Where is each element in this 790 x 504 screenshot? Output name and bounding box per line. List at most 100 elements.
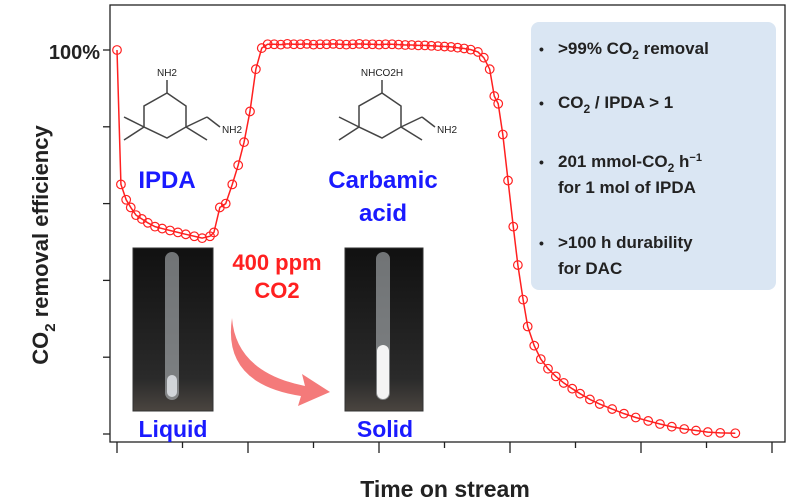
data-point bbox=[518, 294, 528, 305]
data-point bbox=[585, 394, 595, 405]
data-point bbox=[406, 40, 417, 50]
data-point bbox=[655, 419, 665, 429]
ipda-nh2-top: NH2 bbox=[157, 68, 177, 79]
data-point bbox=[413, 40, 424, 51]
data-point bbox=[715, 427, 726, 438]
data-point bbox=[220, 198, 231, 209]
data-point bbox=[607, 404, 618, 414]
data-point bbox=[512, 260, 523, 270]
svg-text:•: • bbox=[539, 235, 544, 251]
liquid-label: Liquid bbox=[139, 416, 208, 442]
liquid-photo bbox=[132, 247, 214, 412]
data-point bbox=[493, 98, 504, 109]
solid-photo bbox=[344, 247, 424, 412]
highlight-1: >99% CO2 removal bbox=[558, 39, 709, 62]
data-point bbox=[387, 39, 398, 50]
series-line bbox=[116, 43, 736, 434]
y-axis-label: CO2 removal efficiency bbox=[28, 125, 59, 365]
highlights-box bbox=[531, 22, 776, 290]
data-point bbox=[367, 39, 378, 50]
curved-arrow-icon bbox=[230, 318, 330, 406]
data-point bbox=[250, 64, 261, 75]
x-axis-ticks bbox=[116, 442, 773, 453]
data-point bbox=[239, 137, 249, 148]
data-point bbox=[446, 42, 456, 52]
data-point bbox=[334, 39, 345, 50]
data-point bbox=[522, 321, 533, 332]
data-point bbox=[209, 227, 219, 238]
data-point bbox=[459, 43, 470, 54]
data-point bbox=[374, 39, 384, 50]
data-point bbox=[262, 39, 273, 50]
svg-text:•: • bbox=[539, 154, 544, 170]
data-point bbox=[227, 179, 238, 190]
data-point bbox=[315, 39, 325, 50]
data-point bbox=[452, 42, 463, 53]
data-point bbox=[125, 202, 136, 213]
data-point bbox=[295, 39, 306, 50]
data-point bbox=[643, 416, 654, 426]
data-point bbox=[116, 179, 126, 190]
data-point bbox=[619, 408, 629, 419]
data-point bbox=[302, 38, 312, 49]
plot-frame bbox=[109, 4, 786, 443]
data-point bbox=[529, 340, 540, 351]
highlight-3-line-2: for 1 mol of IPDA bbox=[558, 178, 696, 197]
data-point bbox=[433, 41, 443, 52]
data-point bbox=[465, 44, 476, 55]
data-point bbox=[702, 427, 713, 437]
data-point bbox=[419, 40, 430, 51]
data-point bbox=[282, 38, 293, 49]
highlight-4: >100 h durability bbox=[558, 233, 693, 252]
data-point bbox=[426, 40, 437, 51]
data-point bbox=[439, 41, 450, 52]
data-point bbox=[308, 39, 319, 50]
highlight-3: 201 mmol-CO2 h−1 bbox=[558, 152, 702, 175]
data-point bbox=[666, 421, 677, 432]
data-point bbox=[354, 38, 365, 49]
highlight-2: CO2 / IPDA > 1 bbox=[558, 93, 673, 116]
data-point bbox=[275, 39, 286, 50]
data-point bbox=[535, 354, 546, 365]
data-point bbox=[691, 425, 701, 436]
ipda-label: IPDA bbox=[138, 167, 195, 194]
svg-text:•: • bbox=[539, 95, 544, 111]
data-point bbox=[112, 45, 122, 55]
highlight-4-line-2: for DAC bbox=[558, 259, 622, 278]
data-point bbox=[567, 383, 578, 394]
y-axis-ticks bbox=[103, 49, 110, 435]
data-point bbox=[508, 221, 519, 232]
data-point bbox=[730, 428, 741, 439]
data-point bbox=[288, 39, 299, 50]
data-point bbox=[558, 378, 569, 388]
data-point bbox=[550, 371, 561, 382]
data-point bbox=[341, 39, 352, 50]
ppm-label-2: CO2 bbox=[254, 278, 299, 303]
data-point bbox=[393, 39, 404, 50]
data-point bbox=[497, 129, 508, 140]
data-point bbox=[630, 412, 641, 423]
data-point bbox=[400, 40, 411, 50]
carbamic-label-2: acid bbox=[359, 200, 407, 227]
data-point bbox=[347, 39, 358, 50]
data-point bbox=[503, 175, 513, 186]
data-point bbox=[380, 39, 391, 50]
data-point bbox=[361, 39, 371, 50]
data-point bbox=[478, 52, 489, 63]
ppm-label-1: 400 ppm bbox=[232, 250, 321, 275]
ipda-nh2-side: NH2 bbox=[222, 125, 242, 136]
solid-label: Solid bbox=[357, 416, 413, 442]
data-point bbox=[269, 39, 280, 50]
data-point bbox=[489, 91, 500, 101]
series-co2-removal bbox=[112, 38, 741, 439]
x-axis-label: Time on stream bbox=[360, 476, 530, 502]
carbamic-nh2-side: NH2 bbox=[437, 125, 457, 136]
svg-text:•: • bbox=[539, 41, 544, 57]
carbamic-group-label: NHCO2H bbox=[361, 68, 403, 79]
data-point bbox=[679, 424, 690, 434]
carbamic-label-1: Carbamic bbox=[328, 167, 437, 194]
data-point bbox=[484, 64, 495, 75]
data-point bbox=[233, 160, 244, 171]
data-point bbox=[121, 194, 132, 205]
data-point bbox=[150, 221, 160, 232]
